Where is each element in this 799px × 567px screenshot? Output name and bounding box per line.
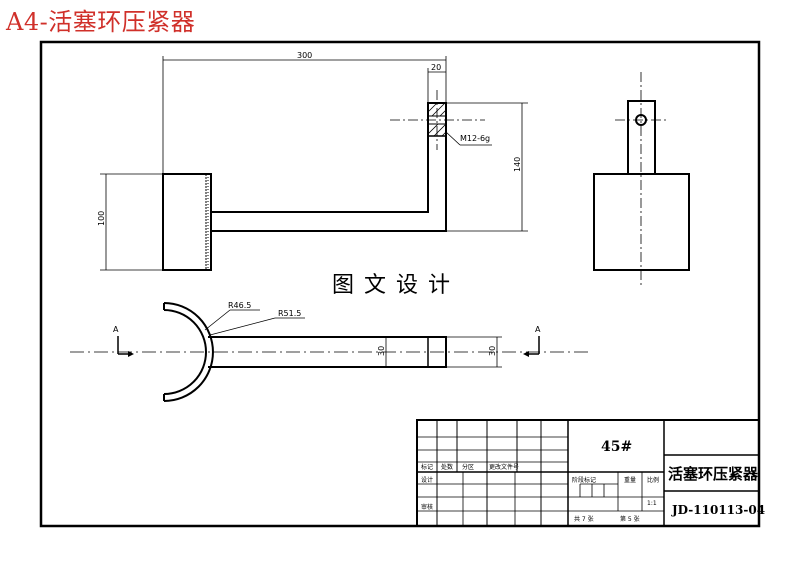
arc-inner <box>163 309 207 395</box>
side-view <box>593 72 690 285</box>
sheet-number: 第 5 张 <box>620 515 640 523</box>
dim-30-end: 30 <box>488 346 497 356</box>
header-label-1: 标记 <box>421 463 433 471</box>
drawing-frame <box>39 40 761 528</box>
dim-300: 300 <box>297 51 312 60</box>
front-view: 300 20 M12-6g 140 100 <box>97 51 528 271</box>
radius-outer-label: R51.5 <box>278 309 301 318</box>
dim-30: 30 <box>377 346 386 356</box>
l-arm <box>211 102 447 232</box>
row-designer: 设计 <box>421 476 433 484</box>
sheets-total: 共 7 张 <box>574 515 594 523</box>
material: 45# <box>601 439 632 455</box>
row-reviewer: 审核 <box>421 503 433 511</box>
page-heading: A4-活塞环压紧器 <box>6 8 196 36</box>
arc-outer <box>163 302 214 402</box>
section-mark-right: A <box>535 325 541 334</box>
header-label-4: 更改文件号 <box>489 463 519 471</box>
top-view: R46.5 R51.5 30 30 A A <box>70 301 590 402</box>
header-label-3: 分区 <box>462 463 474 471</box>
dim-140: 140 <box>513 157 522 172</box>
weight-label: 重量 <box>624 476 636 484</box>
dim-100: 100 <box>97 211 106 226</box>
dim-20: 20 <box>431 63 441 72</box>
scale-value: 1:1 <box>647 500 657 507</box>
side-stem <box>627 100 656 175</box>
drawing-code: JD-110113-04 <box>671 503 765 517</box>
drawing-title: 活塞环压紧器 <box>668 465 759 483</box>
scale-label: 比例 <box>647 476 659 484</box>
title-block: 标记 处数 分区 更改文件号 设计 审核 45# 阶段标记 重量 比例 1:1 … <box>416 419 765 527</box>
top-shaft <box>208 336 447 368</box>
base-block <box>162 173 212 271</box>
stage-label: 阶段标记 <box>572 476 596 484</box>
radius-inner-label: R46.5 <box>228 301 251 310</box>
section-mark-left: A <box>113 325 119 334</box>
watermark: 图文设计 <box>332 273 460 298</box>
thread-label: M12-6g <box>460 134 490 143</box>
side-base <box>593 173 690 271</box>
header-label-2: 处数 <box>441 463 453 471</box>
